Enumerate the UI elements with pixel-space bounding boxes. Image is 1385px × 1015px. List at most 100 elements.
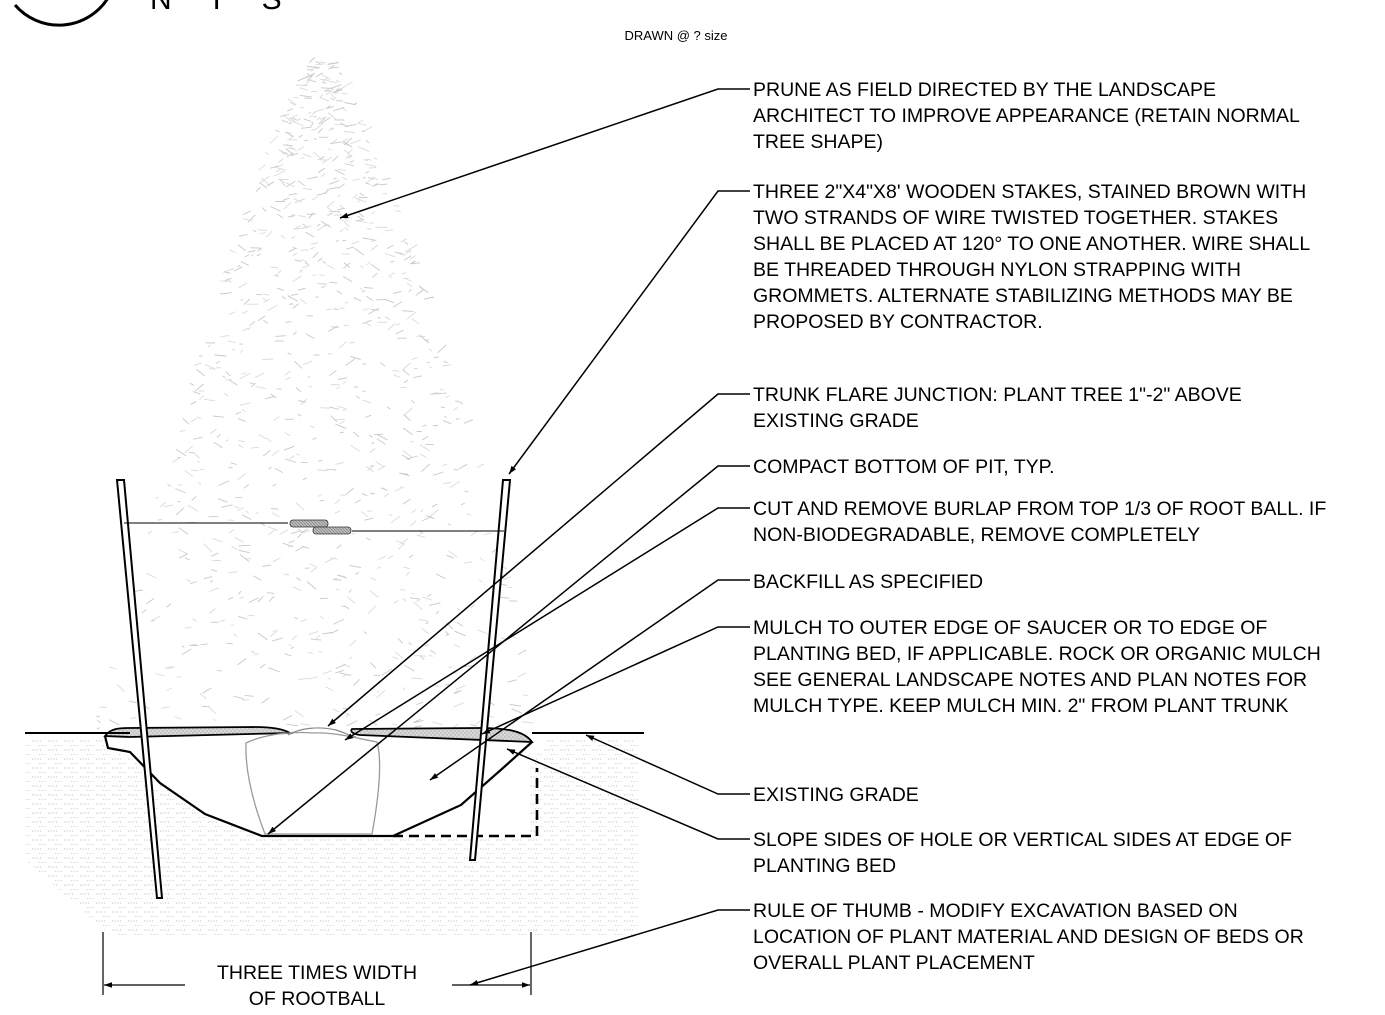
canopy-stroke — [435, 610, 440, 615]
canopy-stroke — [237, 472, 247, 481]
canopy-stroke — [329, 406, 339, 410]
canopy-stroke — [370, 662, 377, 669]
canopy-stroke — [221, 504, 233, 508]
canopy-stroke — [277, 164, 284, 168]
canopy-stroke — [424, 296, 435, 300]
canopy-stroke — [300, 528, 309, 534]
canopy-stroke — [361, 290, 366, 293]
canopy-stroke — [242, 327, 249, 332]
canopy-stroke — [300, 157, 305, 160]
canopy-stroke — [308, 385, 312, 388]
canopy-stroke — [292, 303, 299, 309]
canopy-stroke — [155, 496, 159, 499]
canopy-stroke — [394, 251, 404, 256]
canopy-stroke — [312, 251, 319, 259]
canopy-stroke — [342, 177, 348, 181]
canopy-stroke — [300, 249, 309, 251]
canopy-stroke — [384, 252, 396, 258]
canopy-stroke — [281, 119, 289, 123]
canopy-stroke — [303, 78, 312, 87]
canopy-stroke — [294, 710, 304, 718]
canopy-stroke — [284, 131, 293, 134]
canopy-stroke — [225, 371, 231, 377]
canopy-stroke — [307, 375, 311, 379]
canopy-stroke — [351, 240, 360, 245]
canopy-stroke — [335, 462, 345, 465]
canopy-stroke — [309, 246, 315, 250]
canopy-stroke — [366, 177, 376, 183]
canopy-stroke — [291, 235, 296, 239]
canopy-stroke — [178, 527, 189, 535]
canopy-stroke — [335, 239, 339, 242]
canopy-stroke — [283, 202, 292, 210]
canopy-stroke — [272, 629, 276, 633]
canopy-stroke — [356, 220, 368, 224]
stake-left — [115, 479, 164, 899]
canopy-stroke — [272, 512, 280, 518]
canopy-stroke — [300, 258, 308, 263]
canopy-stroke — [287, 352, 292, 356]
canopy-stroke — [366, 295, 373, 301]
canopy-stroke — [382, 177, 391, 181]
canopy-stroke — [203, 576, 213, 580]
canopy-stroke — [453, 468, 459, 471]
canopy-stroke — [178, 553, 188, 559]
canopy-stroke — [392, 656, 399, 660]
canopy-stroke — [337, 574, 348, 579]
canopy-stroke — [301, 264, 310, 269]
canopy-stroke — [335, 588, 340, 591]
canopy-stroke — [357, 199, 361, 203]
canopy-stroke — [266, 181, 275, 186]
canopy-stroke — [228, 529, 235, 534]
canopy-stroke — [288, 644, 292, 647]
canopy-stroke — [331, 155, 339, 162]
canopy-stroke — [395, 651, 403, 659]
canopy-stroke — [292, 331, 297, 336]
canopy-stroke — [241, 310, 248, 314]
canopy-stroke — [322, 670, 333, 675]
canopy-stroke — [321, 76, 329, 84]
canopy-stroke — [399, 386, 407, 389]
canopy-stroke — [271, 637, 283, 642]
canopy-stroke — [150, 615, 161, 622]
canopy-stroke — [317, 167, 326, 174]
canopy-stroke — [190, 417, 198, 423]
canopy-stroke — [354, 499, 361, 504]
canopy-stroke — [357, 122, 367, 126]
canopy-stroke — [340, 122, 349, 128]
canopy-stroke — [315, 122, 324, 130]
canopy-stroke — [353, 678, 360, 686]
canopy-stroke — [367, 158, 372, 161]
canopy-stroke — [279, 529, 289, 535]
canopy-stroke — [362, 390, 366, 393]
canopy-stroke — [370, 308, 379, 311]
canopy-stroke — [293, 121, 304, 127]
canopy-stroke — [220, 334, 229, 338]
canopy-stroke — [288, 192, 297, 196]
canopy-stroke — [261, 697, 270, 704]
canopy-stroke — [365, 182, 371, 185]
canopy-stroke — [321, 73, 331, 80]
canopy-stroke — [209, 367, 216, 370]
canopy-stroke — [322, 156, 333, 164]
canopy-stroke — [299, 723, 311, 726]
canopy-stroke — [429, 366, 433, 369]
canopy-stroke — [420, 335, 430, 344]
canopy-stroke — [443, 360, 448, 364]
canopy-stroke — [296, 577, 301, 581]
canopy-stroke — [321, 87, 333, 89]
canopy-stroke — [346, 246, 354, 250]
canopy-stroke — [160, 706, 170, 709]
canopy-stroke — [395, 323, 401, 326]
canopy-stroke — [376, 566, 381, 569]
canopy-stroke — [285, 180, 296, 188]
canopy-stroke — [476, 463, 485, 468]
excavation-limit-dashed — [393, 768, 539, 838]
canopy-stroke — [330, 66, 339, 69]
canopy-stroke — [337, 194, 342, 197]
canopy-stroke — [225, 439, 229, 442]
canopy-stroke — [174, 716, 182, 720]
canopy-stroke — [282, 152, 287, 154]
canopy-stroke — [353, 102, 358, 105]
canopy-stroke — [344, 262, 351, 268]
